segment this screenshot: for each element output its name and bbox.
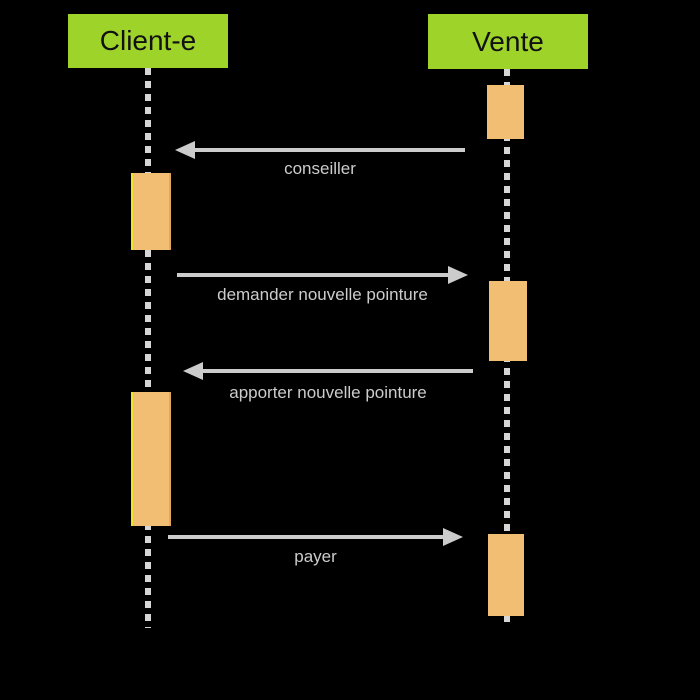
actor-box-vente: Vente: [428, 14, 588, 69]
activation-bar-vente-1: [487, 85, 524, 139]
activation-bar-client-2: [131, 392, 171, 526]
actor-box-client-e: Client-e: [68, 14, 228, 68]
actor-client-e-label: Client-e: [99, 25, 197, 56]
message-label: apporter nouvelle pointure: [229, 383, 427, 402]
activation-bar-vente-2: [489, 281, 527, 361]
arrowhead-left-icon: [175, 141, 195, 159]
arrowhead-right-icon: [443, 528, 463, 546]
activation-bar-client-1: [131, 173, 171, 250]
arrowhead-right-icon: [448, 266, 468, 284]
message-line: [191, 148, 465, 152]
message-label: conseiller: [284, 159, 356, 178]
message-label: demander nouvelle pointure: [217, 285, 428, 304]
message-line: [199, 369, 473, 373]
arrowhead-left-icon: [183, 362, 203, 380]
activation-bar-vente-3: [488, 534, 524, 616]
actor-vente-label: Vente: [472, 25, 544, 57]
message-line: [177, 273, 452, 277]
message-label: payer: [294, 547, 337, 566]
lifeline-client-e: [145, 68, 151, 628]
message-line: [168, 535, 447, 539]
